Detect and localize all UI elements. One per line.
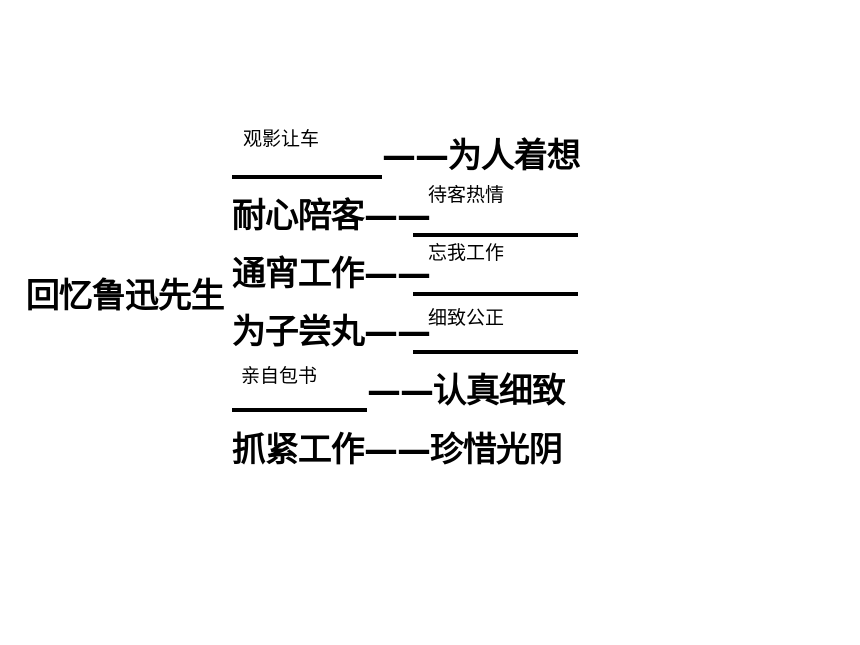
prefix-row-2: 耐心陪客—— <box>232 196 431 236</box>
blank-line-row-5 <box>232 408 367 412</box>
answer-row-2: 待客热情 <box>428 184 505 206</box>
answer-row-3: 忘我工作 <box>428 242 505 264</box>
suffix-row-5: ——认真细致 <box>367 371 566 411</box>
prefix-row-4: 为子尝丸—— <box>232 312 431 352</box>
answer-row-5: 亲自包书 <box>241 365 318 387</box>
blank-line-row-3 <box>413 292 578 296</box>
suffix-row-1: ——为人着想 <box>382 136 581 176</box>
answer-row-4: 细致公正 <box>428 307 505 329</box>
blank-line-row-1 <box>232 175 382 179</box>
blank-line-row-2 <box>413 233 578 237</box>
prefix-row-6: 抓紧工作——珍惜光阴 <box>232 430 563 470</box>
answer-row-1: 观影让车 <box>243 128 320 150</box>
blank-line-row-4 <box>413 350 578 354</box>
prefix-row-3: 通宵工作—— <box>232 254 431 294</box>
root-topic: 回忆鲁迅先生 <box>26 276 225 316</box>
